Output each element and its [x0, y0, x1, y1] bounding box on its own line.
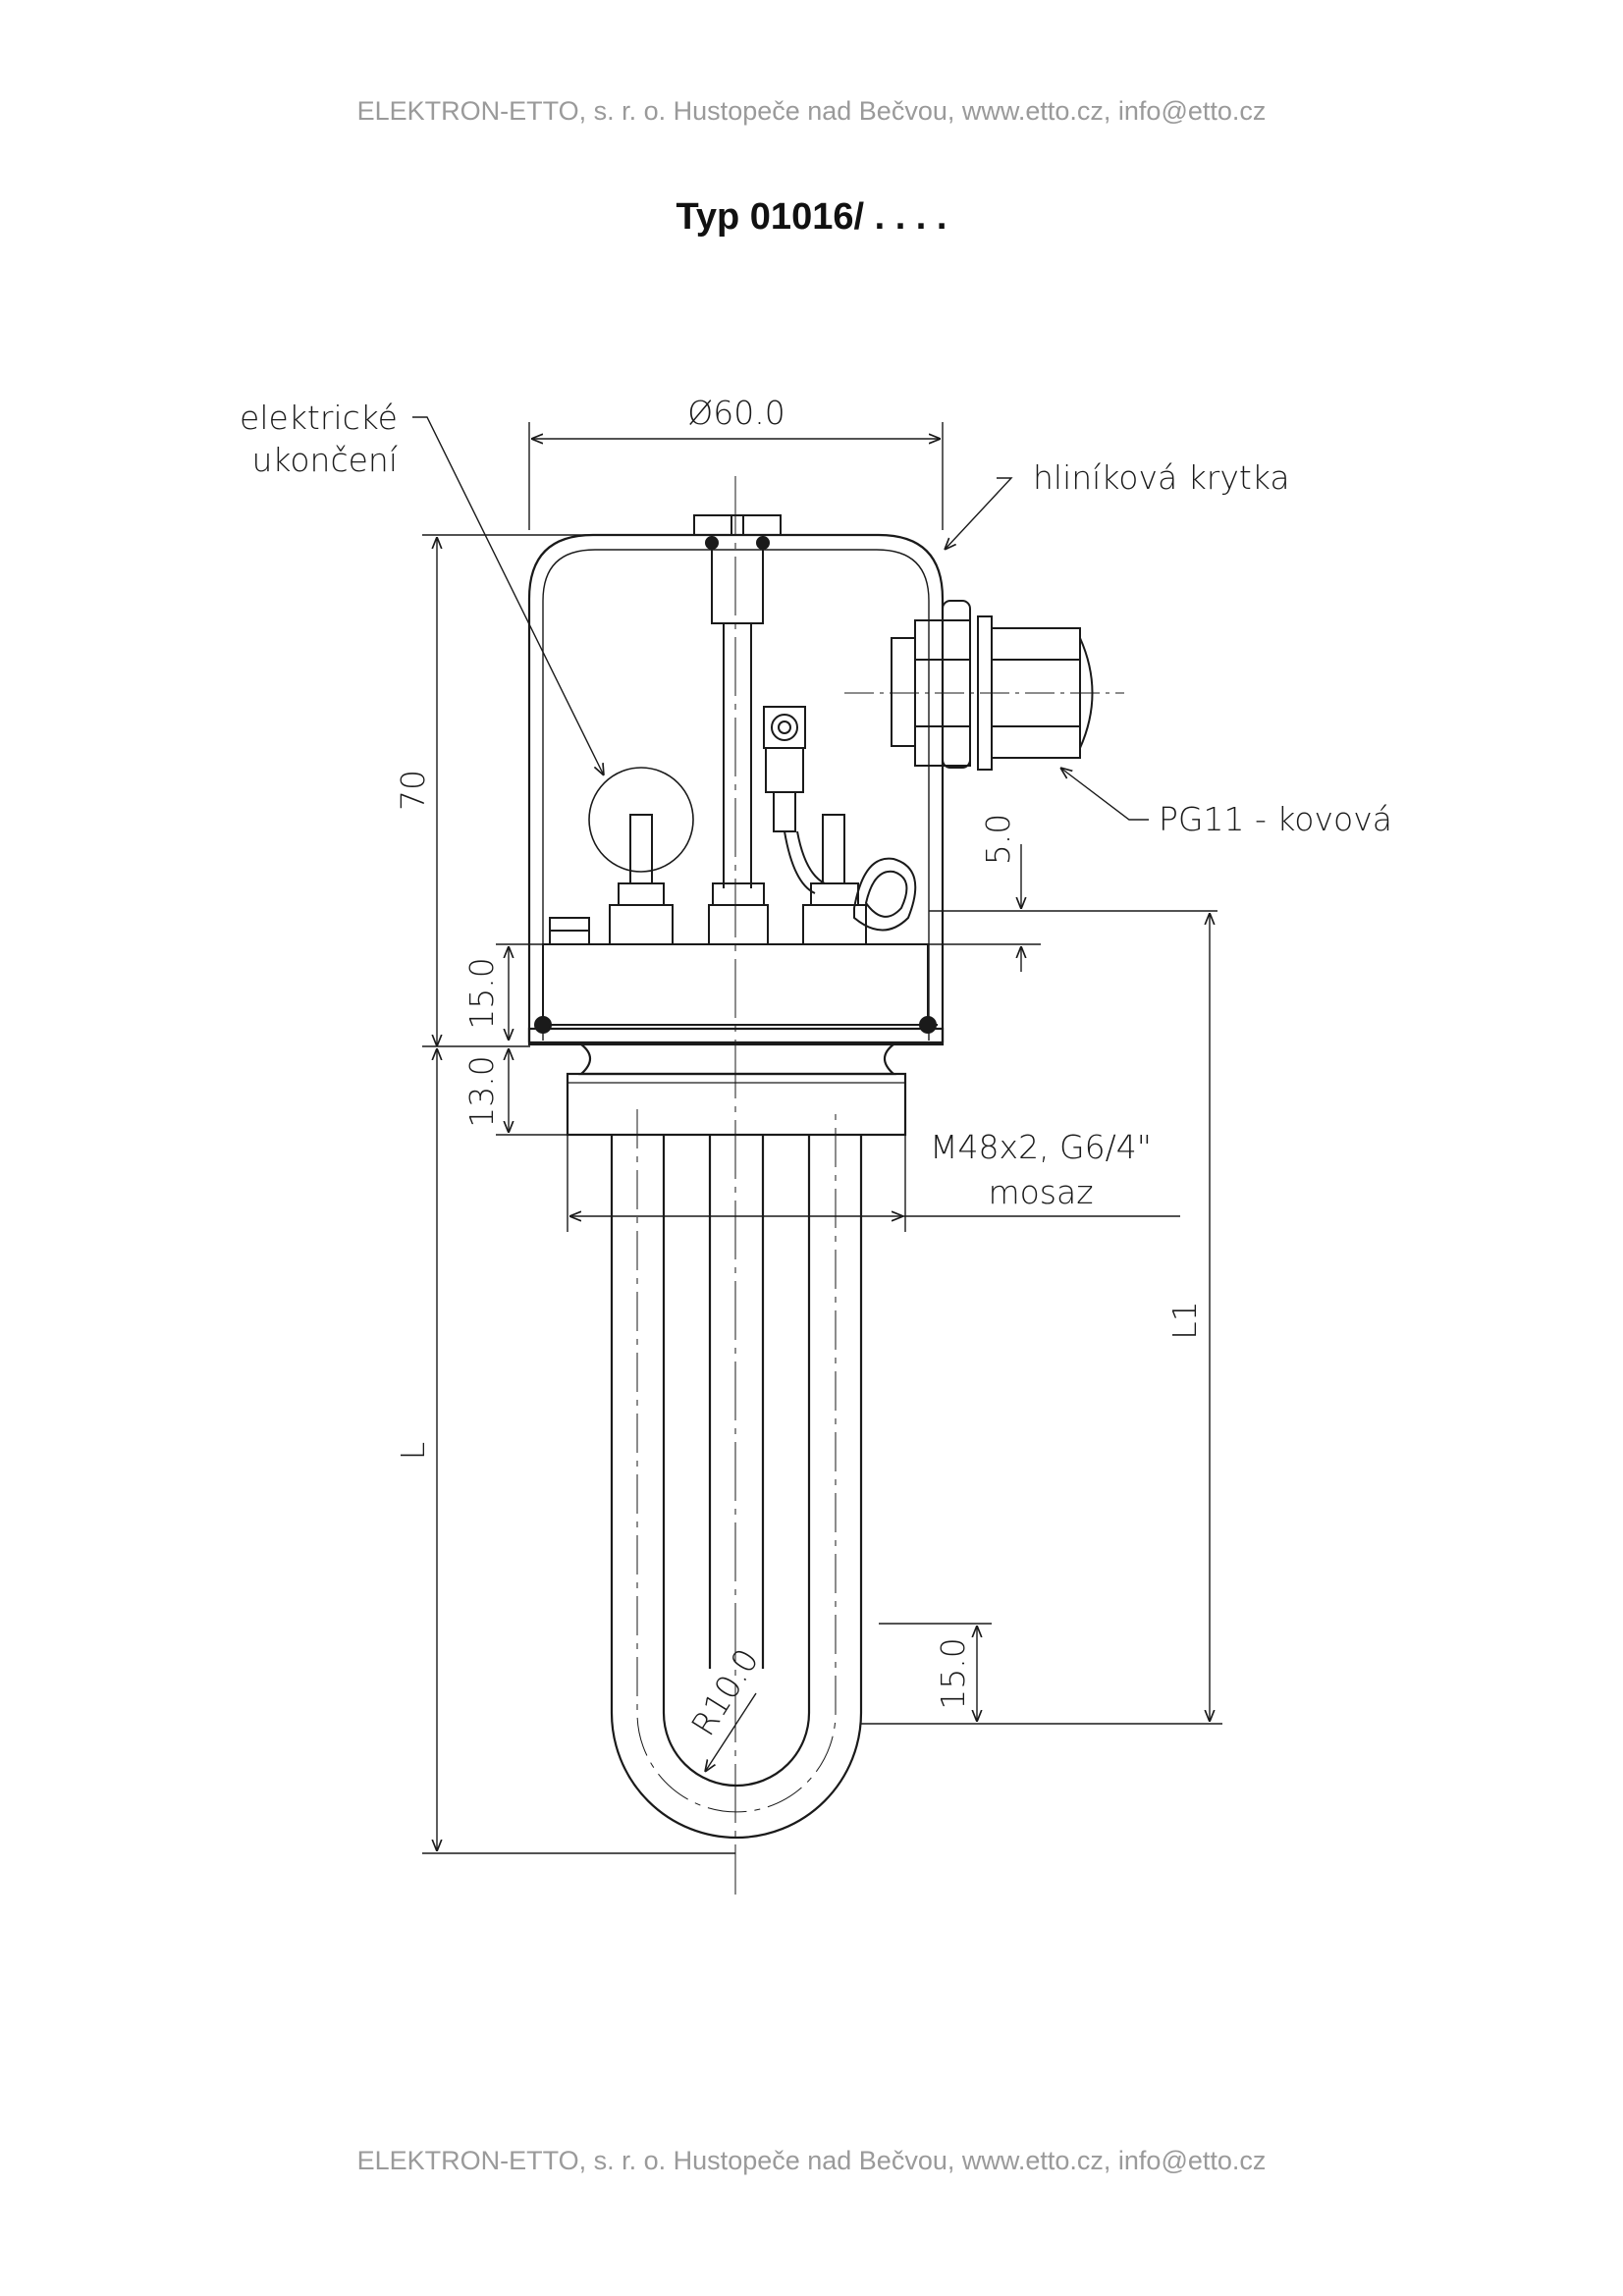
- page-title: Typ 01016/ . . . .: [676, 196, 947, 238]
- leader-lines: [412, 416, 1149, 821]
- label-electric-termination-line1: elektrické: [240, 399, 398, 437]
- label-dim-15-top: 15.0: [462, 957, 501, 1029]
- top-screw: [693, 514, 782, 888]
- label-material: mosaz: [988, 1173, 1093, 1211]
- label-pg11-gland: PG11 - kovová: [1159, 800, 1392, 838]
- label-dim-13: 13.0: [462, 1055, 501, 1127]
- label-dim-70: 70: [394, 770, 432, 811]
- pg11-cable-gland: [844, 600, 1124, 771]
- label-electric-termination-line2: ukončení: [252, 441, 398, 479]
- terminal-block: [534, 706, 938, 1034]
- label-radius: R10.0: [683, 1642, 766, 1742]
- heating-element-tube: [610, 1109, 863, 1840]
- label-thread: M48x2, G6/4": [930, 1128, 1152, 1166]
- page-footer: ELEKTRON-ETTO, s. r. o. Hustopeče nad Be…: [356, 2146, 1267, 2175]
- label-diameter: Ø60.0: [687, 394, 784, 432]
- label-dim-15-bottom: 15.0: [934, 1637, 972, 1709]
- label-dim-L1: L1: [1165, 1301, 1204, 1339]
- page-header: ELEKTRON-ETTO, s. r. o. Hustopeče nad Be…: [356, 96, 1267, 126]
- label-aluminium-cover: hliníková krytka: [1033, 458, 1290, 497]
- dimension-lines: [422, 422, 1222, 1854]
- label-dim-L: L: [394, 1442, 432, 1460]
- label-dim-5: 5.0: [979, 814, 1017, 865]
